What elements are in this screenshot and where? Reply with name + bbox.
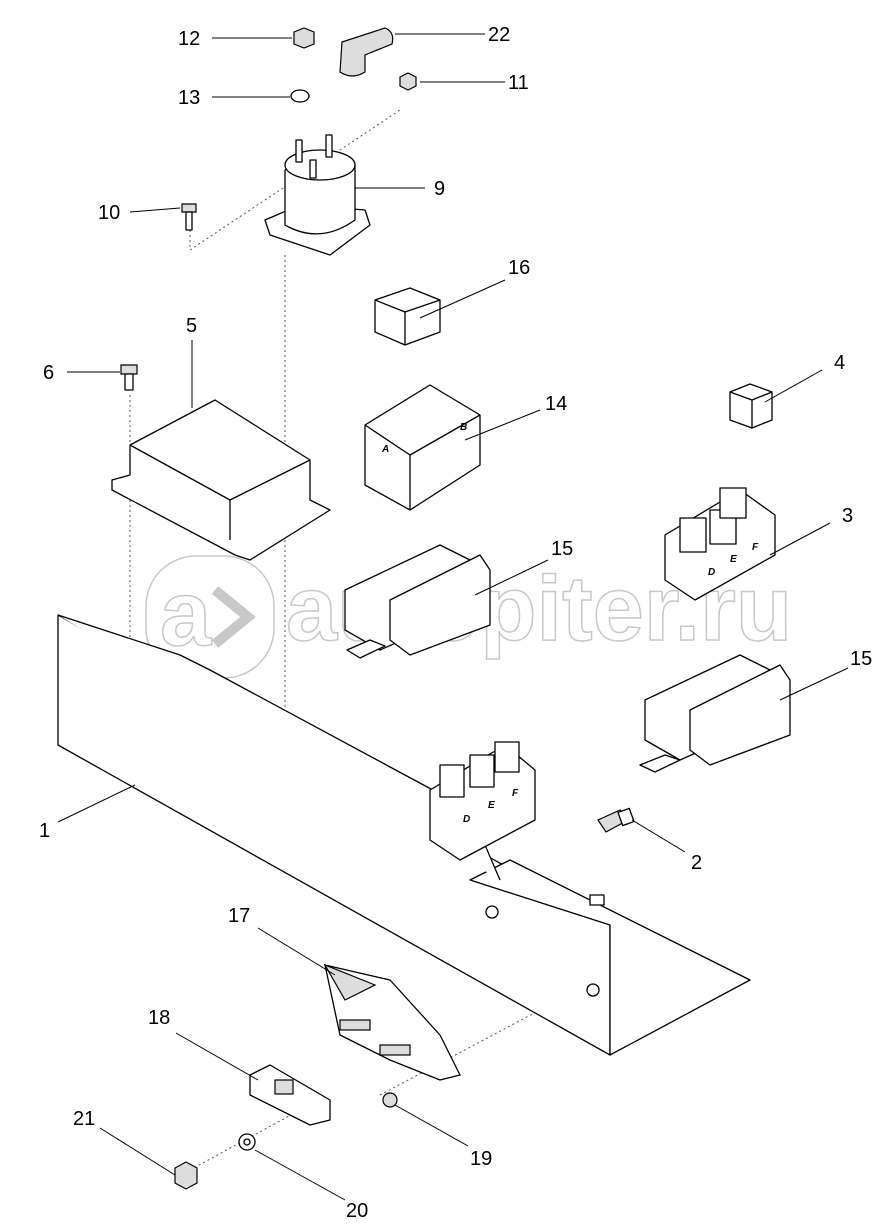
callout-16: 16 [508,257,530,279]
block-letter-e: E [488,800,495,811]
callout-6: 6 [43,362,54,384]
socket-letter-b: B [460,422,467,433]
part-16-relay [374,287,441,346]
watermark-arrow-icon [211,586,256,648]
part-19-screw [382,1092,398,1108]
callout-12: 12 [178,28,200,50]
callout-9: 9 [434,178,445,200]
part-11-nut [399,72,417,91]
callout-18: 18 [148,1007,170,1029]
part-20-washer [238,1133,256,1151]
callout-1: 1 [39,820,50,842]
callout-3: 3 [842,505,853,527]
part-2-bolt [597,807,635,833]
callout-21: 21 [73,1108,95,1130]
callout-19: 19 [470,1148,492,1170]
block3-letter-e: E [730,554,737,565]
callout-13: 13 [178,87,200,109]
part-6-screw [120,364,138,391]
callout-15-upper: 15 [551,538,573,560]
callout-2: 2 [691,852,702,874]
part-4-mini-relay [729,383,773,429]
part-18-fuse-link [249,1064,331,1126]
callout-15-lower: 15 [850,648,872,670]
part-14-relay-socket: A B [364,384,481,511]
watermark-logo: a [160,563,212,665]
callout-11: 11 [508,72,529,94]
part-22-terminal-boot [339,27,394,77]
part-5-module-box [111,399,331,561]
part-12-nut [293,27,315,49]
callout-10: 10 [98,202,120,224]
callout-17: 17 [228,905,250,927]
part-10-bolt [181,203,197,231]
callout-5: 5 [186,315,197,337]
part-1-mounting-plate [57,614,751,1056]
mounted-relay-block: D E F [429,741,536,861]
callout-14: 14 [545,393,567,415]
callout-4: 4 [834,352,845,374]
part-17-circuit-breaker [323,963,461,1081]
part-13-lock-washer [290,89,310,103]
part-21-nut [174,1161,198,1190]
socket-letter-a: A [381,444,389,455]
callout-22: 22 [488,24,510,46]
callout-20: 20 [346,1200,368,1222]
part-15-fuse-holder-upper [344,544,491,659]
block-letter-f: F [512,788,519,799]
block-letter-d: D [463,814,470,825]
part-3-relay-block: D E F [664,487,776,601]
block3-letter-f: F [752,542,759,553]
block3-letter-d: D [708,567,715,578]
part-9-solenoid [264,134,371,256]
part-15-fuse-holder-lower [639,654,791,773]
